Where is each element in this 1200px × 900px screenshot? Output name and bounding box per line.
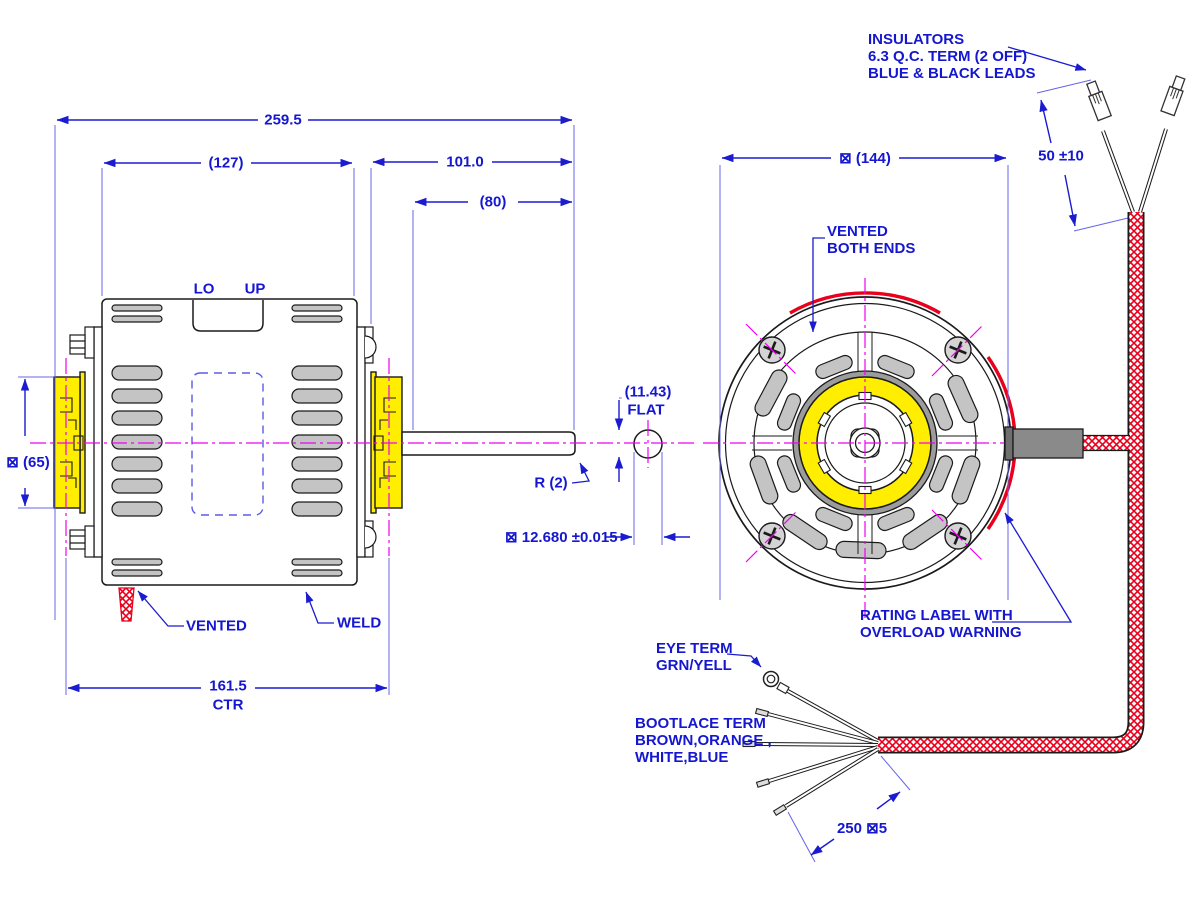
spade-wires (1101, 128, 1168, 213)
vented-both-leader (809, 237, 825, 333)
left-flange (93, 326, 103, 558)
up-marking: UP (244, 280, 266, 298)
dim-harness-length: 250 ⊠5 (833, 819, 891, 837)
left-hub-clips (60, 397, 84, 488)
radius-label: R (2) (534, 474, 568, 492)
lo-marking: LO (193, 280, 215, 298)
bootlace-ferrule-icon (742, 707, 788, 817)
front-vent-slots (749, 354, 981, 560)
radius-leader (571, 462, 590, 484)
mounting-bolt (69, 334, 86, 550)
hidden-window (191, 372, 264, 516)
dim-hub-diameter: ⊠ (65) (3, 453, 53, 471)
dim-shaft-diameter: ⊠ 12.680 ±0.015 (505, 529, 618, 546)
weld-leader (305, 591, 334, 624)
main-cable-sleeve (878, 212, 1143, 752)
side-vent-slots (111, 304, 343, 577)
sheet-joint-lines (752, 332, 978, 554)
cable-assembly (742, 75, 1186, 817)
dimension-lines (20, 99, 1077, 856)
dim-mount-centers-suffix: CTR (212, 696, 244, 714)
connector-tab (1004, 426, 1014, 461)
dim-front-diameter: ⊠ (144) (836, 149, 894, 167)
dim-mount-centers: 161.5 (206, 677, 250, 695)
eye-term-callout: EYE TERM GRN/YELL (656, 640, 733, 674)
centerlines (30, 278, 1010, 618)
insulators-callout: INSULATORS 6.3 Q.C. TERM (2 OFF) BLUE & … (868, 31, 1036, 82)
side-view (53, 298, 576, 622)
dim-flat-word: FLAT (627, 401, 665, 419)
vented-both-ends-label: VENTED BOTH ENDS (827, 223, 916, 257)
connector-block (1012, 428, 1084, 459)
stub-cable (1083, 436, 1133, 450)
eye-leader (726, 653, 762, 668)
dim-shaft-total: 101.0 (443, 153, 487, 171)
bootlace-term-callout: BOOTLACE TERM BROWN,ORANGE , WHITE,BLUE (635, 715, 772, 766)
vented-label: VENTED (186, 617, 247, 635)
dim-lead-length: 50 ±10 (1035, 147, 1087, 165)
extension-lines (18, 79, 1129, 863)
dim-flat-value: (11.43) (621, 383, 675, 401)
rating-leader (992, 512, 1073, 623)
leader-lines (137, 46, 1087, 668)
weld-label: WELD (337, 614, 382, 632)
right-flange (356, 326, 366, 558)
spade-terminal-icon (1085, 75, 1186, 122)
dim-body-length: (127) (205, 154, 247, 172)
insulators-leader (1007, 46, 1087, 71)
motor-shaft (401, 431, 576, 456)
vented-side-leader (137, 590, 184, 627)
dim-shaft-length: (80) (476, 193, 510, 211)
top-notch (192, 300, 264, 332)
lead-wires (754, 688, 880, 808)
rating-label-callout: RATING LABEL WITH OVERLOAD WARNING (860, 607, 1022, 641)
bottom-cable-stub (118, 587, 135, 622)
dim-overall-length: 259.5 (261, 111, 305, 129)
eye-terminal-icon (762, 670, 790, 695)
